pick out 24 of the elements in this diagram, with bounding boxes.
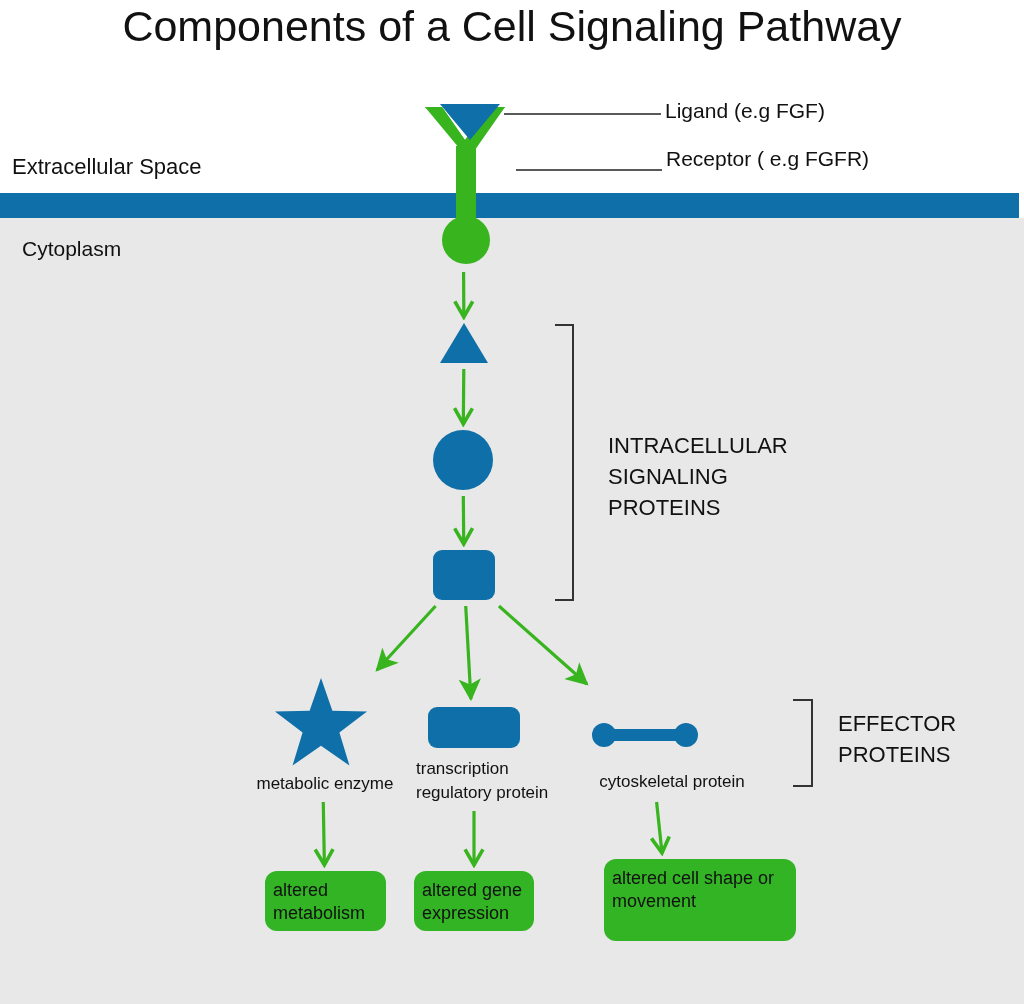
group-label: EFFECTOR PROTEINS	[838, 710, 958, 769]
outcome-box: altered metabolism	[265, 871, 386, 931]
region-label: Extracellular Space	[12, 154, 203, 181]
protein-label: cytoskeletal protein	[598, 771, 746, 793]
title: Components of a Cell Signaling Pathway	[121, 2, 903, 51]
leader-line	[503, 113, 662, 115]
arrow	[452, 369, 475, 426]
arrow	[375, 604, 437, 672]
outcome-box: altered gene expression	[414, 871, 534, 931]
group-label: INTRACELLULAR SIGNALING PROTEINS	[608, 432, 789, 522]
arrow	[649, 801, 672, 855]
region-label: Cytoplasm	[22, 236, 123, 262]
callout-label: Receptor ( e.g FGFR)	[666, 147, 870, 171]
callout-label: Ligand (e.g FGF)	[665, 99, 825, 123]
arrow	[463, 811, 485, 867]
protein-label: transcription regulatory protein	[416, 758, 550, 804]
arrow	[452, 496, 475, 546]
leader-line	[515, 169, 663, 171]
outcome-box: altered cell shape or movement	[604, 859, 796, 941]
arrow	[453, 272, 475, 319]
arrow	[497, 604, 589, 686]
protein-label: metabolic enzyme	[255, 773, 395, 795]
arrow	[458, 605, 481, 702]
arrow	[313, 801, 335, 867]
